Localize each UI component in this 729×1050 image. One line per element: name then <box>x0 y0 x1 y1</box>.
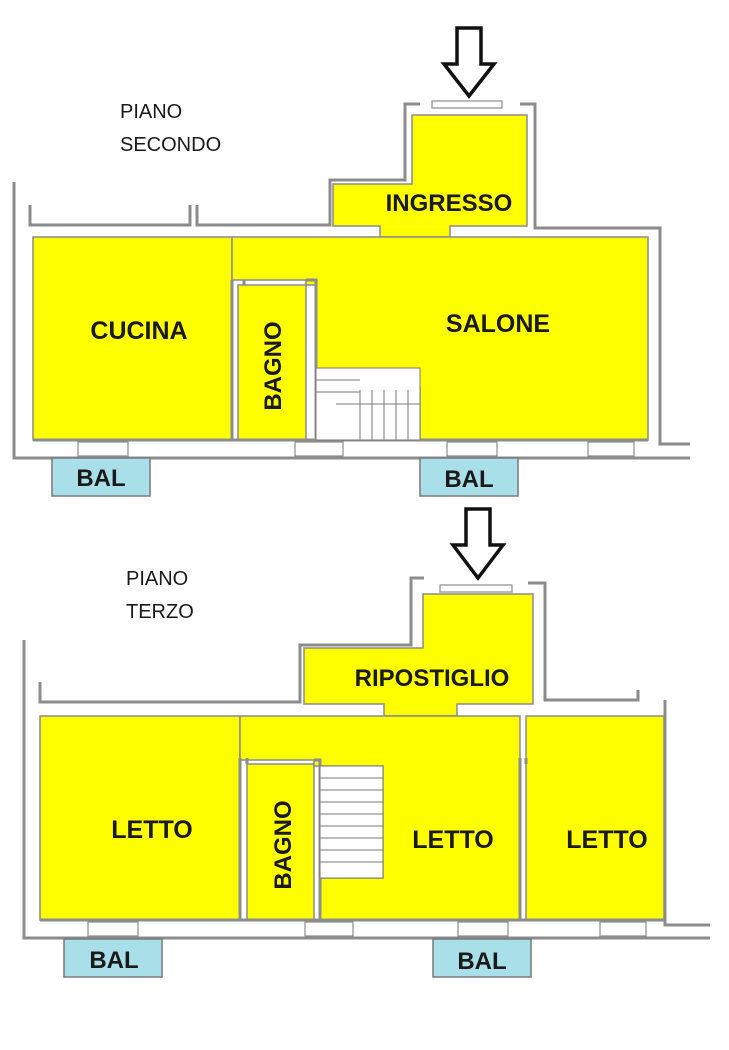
balcony-label-left: BAL <box>89 947 138 974</box>
room-label-cucina: CUCINA <box>90 317 187 345</box>
room-letto-left <box>39 715 241 921</box>
room-letto-right <box>525 715 665 921</box>
entrance-window <box>439 584 513 593</box>
room-label-letto-center: LETTO <box>412 826 493 854</box>
window <box>599 921 647 937</box>
balcony-label-right: BAL <box>457 948 506 975</box>
balcony-right <box>419 457 519 497</box>
entrance-window <box>431 100 503 109</box>
room-bagno-terzo <box>246 763 315 921</box>
balcony-label-right: BAL <box>444 466 493 493</box>
room-label-bagno: BAGNO <box>260 321 287 410</box>
entrance-arrow-icon <box>440 26 498 99</box>
wall-outline <box>12 102 690 460</box>
floor-label-line1: PIANO <box>120 101 182 123</box>
floor-secondo: PIANO SECONDO INGRESSO CUCINA BAGNO SALO… <box>12 26 690 497</box>
room-label-letto-right: LETTO <box>566 826 647 854</box>
room-label-salone: SALONE <box>446 310 550 338</box>
window <box>77 441 129 457</box>
room-ingresso <box>332 114 528 238</box>
window <box>294 441 344 457</box>
internal-walls <box>33 278 648 442</box>
floor-label-line1: PIANO <box>126 568 188 590</box>
balcony-left <box>51 457 151 497</box>
floor-terzo: PIANO TERZO RIPOSTIGLIO LETTO BAGNO LETT… <box>22 507 710 978</box>
entrance-arrow-icon <box>449 507 507 581</box>
room-label-ripostiglio: RIPOSTIGLIO <box>355 665 510 692</box>
balcony-left <box>63 938 163 978</box>
window <box>587 441 635 457</box>
room-label-ingresso: INGRESSO <box>386 190 513 217</box>
internal-walls <box>40 758 664 922</box>
wall-outline <box>22 576 710 940</box>
room-bagno <box>237 284 307 441</box>
floor-label-line2: TERZO <box>126 601 194 623</box>
balcony-right <box>432 938 532 978</box>
staircase <box>319 765 384 879</box>
room-label-bagno: BAGNO <box>270 800 297 889</box>
room-label-letto-left: LETTO <box>111 816 192 844</box>
staircase <box>315 367 421 441</box>
balcony-label-left: BAL <box>76 465 125 492</box>
window <box>304 921 354 937</box>
window <box>457 921 509 937</box>
window <box>446 441 498 457</box>
room-ripostiglio <box>303 593 534 717</box>
floor-label-line2: SECONDO <box>120 134 221 156</box>
window <box>87 921 139 937</box>
room-cucina <box>32 236 233 441</box>
